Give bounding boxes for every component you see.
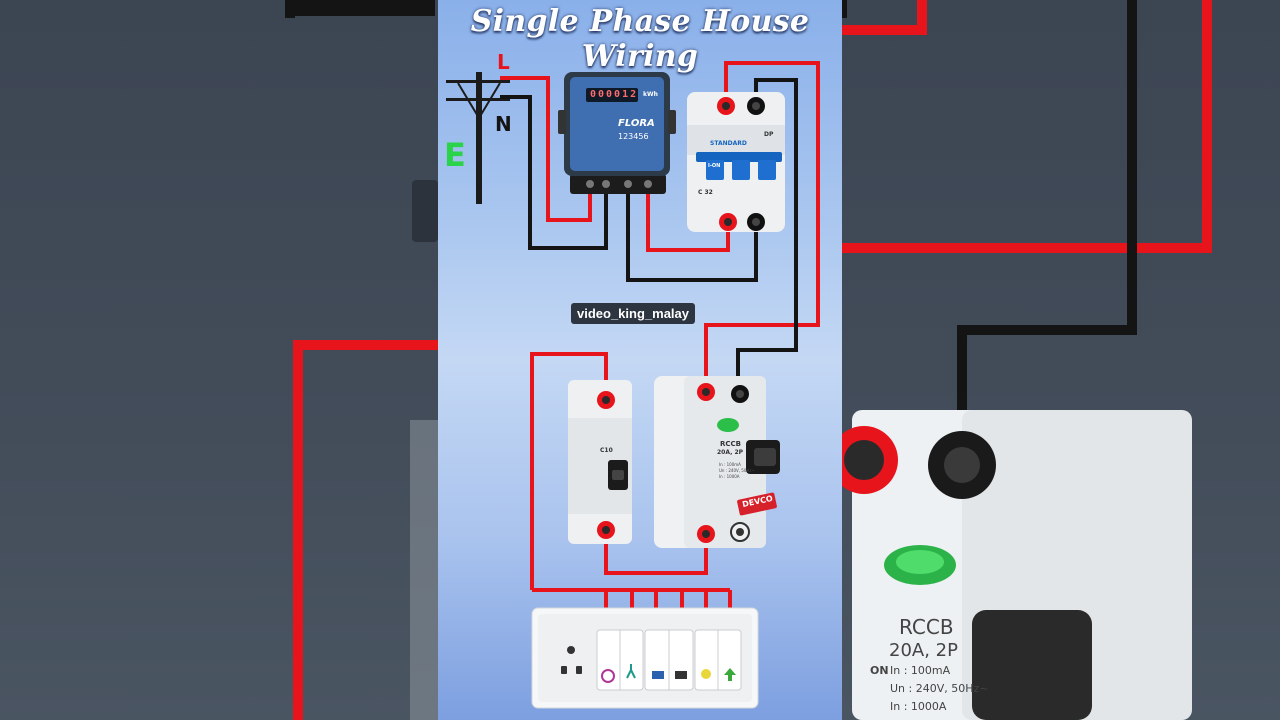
zoom-on-label: ON xyxy=(870,664,889,677)
watermark-label: video_king_malay xyxy=(571,303,695,324)
page-title: Single Phase House Wiring xyxy=(470,4,810,74)
diagram-graphics xyxy=(446,61,820,709)
left-zoom-wires xyxy=(285,0,438,720)
sp-mcb xyxy=(568,380,632,544)
meter-reading: 000012 xyxy=(590,89,639,100)
zoom-rccb-rating: 20A, 2P xyxy=(889,640,958,661)
dp-mcb xyxy=(687,92,785,232)
right-zoom-panel: RCCB 20A, 2P ON In : 100mA Un : 240V, 50… xyxy=(842,0,1280,720)
zoom-spec-2: Un : 240V, 50Hz~ xyxy=(890,682,989,695)
left-zoom-panel xyxy=(0,0,438,720)
dp-mcb-on-label: I-ON xyxy=(708,163,721,169)
neutral-label: N xyxy=(495,112,512,136)
rccb-name: RCCB xyxy=(720,440,741,448)
rccb xyxy=(654,376,780,548)
fan-regulator-icon xyxy=(601,669,615,683)
dp-mcb-brand: STANDARD xyxy=(710,140,747,147)
zoom-spec-3: In : 1000A xyxy=(890,700,947,713)
neutral-wires xyxy=(500,78,798,392)
rccb-spec-2: Un : 240V, 50Hz~ xyxy=(719,468,755,473)
rccb-spec-3: In : 1000A xyxy=(719,474,740,479)
utility-pole-icon xyxy=(446,72,510,204)
wiring-diagram: Single Phase House Wiring L N E 000012 k… xyxy=(438,0,842,720)
earth-label: E xyxy=(444,136,466,174)
bulb-icon xyxy=(701,669,711,679)
right-zoom-wires xyxy=(842,0,1212,720)
energy-meter xyxy=(558,72,676,194)
switch-icon xyxy=(675,671,687,679)
sp-mcb-rating: C10 xyxy=(600,447,613,454)
dp-mcb-type: DP xyxy=(764,131,774,138)
tv-icon xyxy=(652,671,664,679)
zoom-rccb-name: RCCB xyxy=(899,615,954,639)
up-arrow-icon xyxy=(724,668,736,681)
fan-icon xyxy=(626,664,636,679)
rccb-rating: 20A, 2P xyxy=(717,449,744,456)
dp-mcb-rating: C 32 xyxy=(698,189,713,196)
meter-brand: FLORA xyxy=(618,118,655,129)
zoom-spec-1: In : 100mA xyxy=(890,664,951,677)
rccb-spec-1: In : 100mA xyxy=(719,462,741,467)
switch-board xyxy=(531,607,759,709)
live-label: L xyxy=(497,50,510,74)
meter-serial: 123456 xyxy=(618,132,649,141)
socket-icon xyxy=(561,646,582,674)
meter-unit: kWh xyxy=(643,91,658,98)
